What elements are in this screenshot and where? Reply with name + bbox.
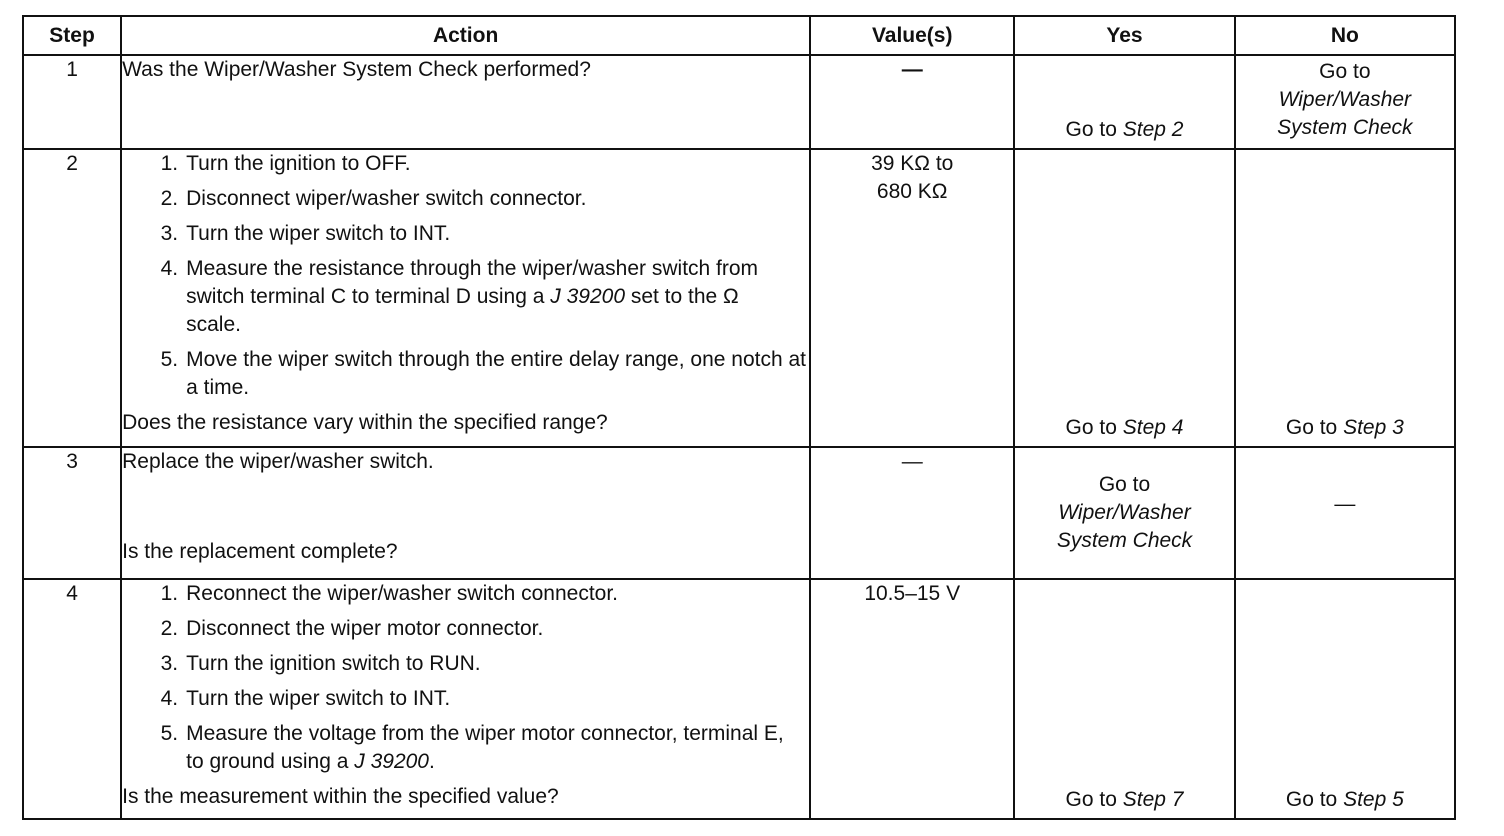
action-cell: 1.Turn the ignition to OFF. 2.Disconnect… [120, 148, 812, 448]
header-yes: Yes [1013, 15, 1236, 56]
list-item: 5.Move the wiper switch through the enti… [160, 348, 806, 399]
value-text: 680 KΩ [876, 180, 948, 203]
yes-link[interactable]: Go to Step 2 [1065, 118, 1184, 141]
list-item: 5.Measure the voltage from the wiper mot… [160, 722, 784, 773]
list-item: 3.Turn the ignition switch to RUN. [160, 652, 481, 675]
question-text: Does the resistance vary within the spec… [122, 411, 608, 434]
no-link[interactable]: Go to Step 5 [1285, 788, 1404, 811]
value-text: 10.5–15 V [864, 582, 961, 605]
list-item: 3.Turn the wiper switch to INT. [160, 222, 451, 245]
no-link[interactable]: Go to Step 3 [1285, 416, 1404, 439]
diagnostic-table: Step Action Value(s) Yes No 1 Was the Wi… [21, 15, 1457, 820]
yes-link[interactable]: Go to Step 7 [1065, 788, 1184, 811]
step-number: 2 [21, 148, 123, 448]
list-item: 1.Reconnect the wiper/washer switch conn… [160, 582, 619, 605]
yes-link[interactable]: Go to Wiper/Washer System Check [1056, 473, 1193, 552]
no-text: — [1334, 492, 1356, 516]
no-cell: — [1233, 446, 1457, 580]
no-cell[interactable]: Go to Wiper/Washer System Check [1233, 54, 1457, 150]
value-text: — [901, 450, 923, 473]
yes-cell[interactable]: Go to Step 7 [1013, 578, 1236, 820]
procedure-list: 1.Reconnect the wiper/washer switch conn… [122, 580, 809, 776]
no-cell[interactable]: Go to Step 5 [1233, 578, 1457, 820]
list-item: 2.Disconnect the wiper motor connector. [160, 617, 544, 640]
table-row: 4 1.Reconnect the wiper/washer switch co… [21, 578, 1457, 820]
step-number: 1 [21, 54, 123, 150]
step-number: 4 [21, 578, 123, 820]
value-text: 39 KΩ to [871, 152, 954, 175]
header-step: Step [21, 15, 123, 56]
action-cell: Was the Wiper/Washer System Check perfor… [120, 54, 812, 150]
value-cell: — [809, 446, 1016, 580]
value-cell: 10.5–15 V [809, 578, 1016, 820]
header-action: Action [120, 15, 812, 56]
action-text: Was the Wiper/Washer System Check perfor… [122, 58, 591, 81]
yes-cell[interactable]: Go to Step 2 [1013, 54, 1236, 150]
no-cell[interactable]: Go to Step 3 [1233, 148, 1457, 448]
value-text: — [901, 58, 923, 81]
yes-cell[interactable]: Go to Wiper/Washer System Check [1013, 446, 1236, 580]
list-item: 4.Measure the resistance through the wip… [160, 257, 759, 336]
list-item: 1.Turn the ignition to OFF. [160, 152, 411, 175]
yes-cell[interactable]: Go to Step 4 [1013, 148, 1236, 448]
question-text: Is the measurement within the specified … [122, 785, 559, 808]
table-row: 3 Replace the wiper/washer switch. Is th… [21, 446, 1457, 580]
no-link[interactable]: Go to Wiper/Washer System Check [1277, 60, 1413, 139]
action-cell: 1.Reconnect the wiper/washer switch conn… [120, 578, 812, 820]
header-values: Value(s) [809, 15, 1016, 56]
table-row: 2 1.Turn the ignition to OFF. 2.Disconne… [21, 148, 1457, 448]
question-text: Is the replacement complete? [122, 540, 398, 563]
value-cell: — [809, 54, 1016, 150]
header-no: No [1233, 15, 1457, 56]
value-cell: 39 KΩ to 680 KΩ [809, 148, 1016, 448]
action-text: Replace the wiper/washer switch. [122, 450, 434, 473]
step-number: 3 [21, 446, 123, 580]
yes-link[interactable]: Go to Step 4 [1065, 416, 1184, 439]
table-row: 1 Was the Wiper/Washer System Check perf… [21, 54, 1457, 150]
header-row: Step Action Value(s) Yes No [21, 15, 1457, 56]
action-cell: Replace the wiper/washer switch. Is the … [120, 446, 812, 580]
procedure-list: 1.Turn the ignition to OFF. 2.Disconnect… [122, 150, 809, 402]
list-item: 2.Disconnect wiper/washer switch connect… [160, 187, 587, 210]
list-item: 4.Turn the wiper switch to INT. [160, 687, 451, 710]
